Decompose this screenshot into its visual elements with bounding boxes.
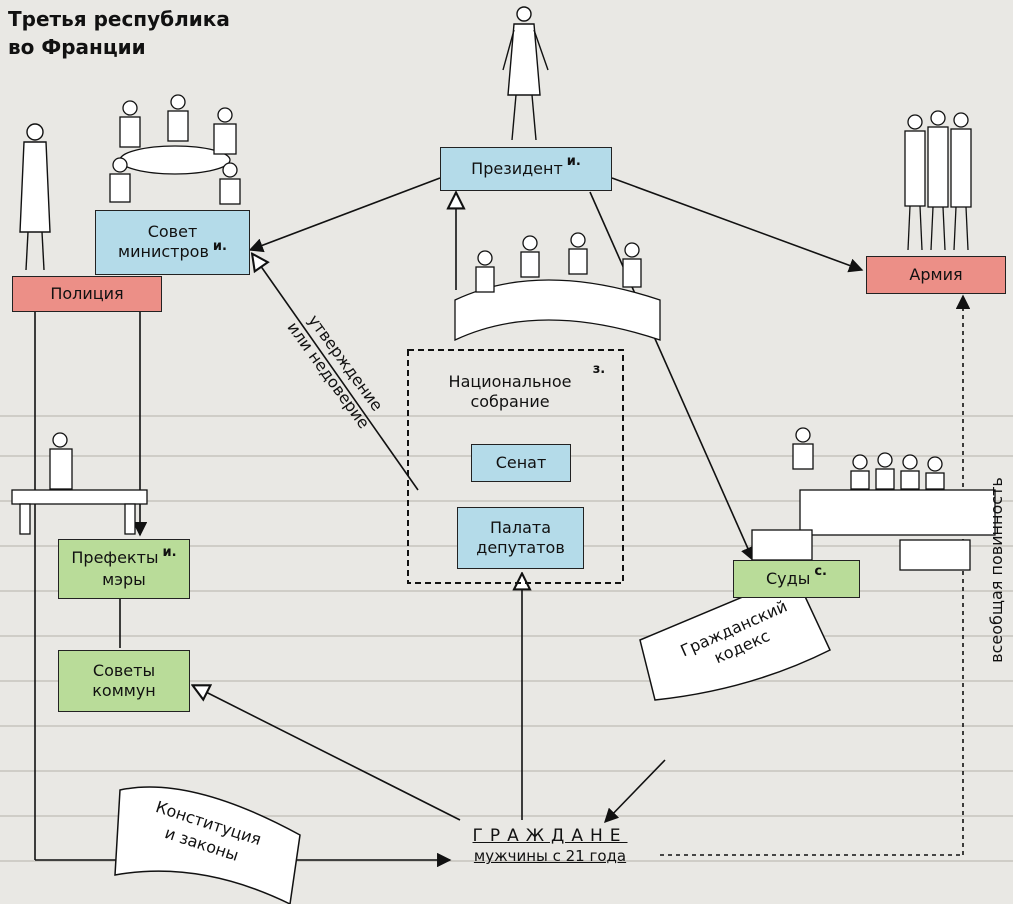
communes-line-1: Советы bbox=[92, 661, 156, 680]
policeman-figure bbox=[19, 123, 51, 271]
prefects-mark: и. bbox=[162, 545, 177, 560]
prefect-figure bbox=[11, 432, 148, 535]
citizens-node: ГРАЖДАНЕ мужчины с 21 года bbox=[440, 826, 660, 866]
chamber-node: Палата депутатов bbox=[457, 507, 584, 569]
assembly-label: Национальное собрание bbox=[430, 372, 590, 412]
ministers-figures bbox=[109, 94, 241, 205]
conscription-label: всеобщая повинность bbox=[987, 477, 1006, 663]
civil-code-scroll bbox=[639, 574, 831, 701]
assembly-frame bbox=[407, 349, 624, 584]
police-label: Полиция bbox=[50, 284, 124, 303]
diagram-title: Третья республика во Франции bbox=[8, 5, 230, 61]
prefects-line-2: мэры bbox=[102, 570, 146, 589]
assembly-figures bbox=[454, 232, 661, 342]
president-mark: и. bbox=[566, 154, 581, 169]
edge-president-courts bbox=[589, 191, 755, 562]
council-line-2: министров bbox=[118, 241, 209, 261]
president-label: Президент bbox=[471, 159, 563, 178]
senate-label: Сенат bbox=[495, 453, 547, 472]
police-node: Полиция bbox=[12, 276, 162, 312]
scroll-shapes bbox=[114, 574, 831, 904]
edge-president-council bbox=[248, 177, 441, 253]
senate-node: Сенат bbox=[471, 444, 571, 482]
council-line-1: Совет bbox=[147, 221, 198, 241]
judges-figures bbox=[751, 427, 996, 571]
citizens-line-1: ГРАЖДАНЕ bbox=[472, 826, 628, 846]
title-line-2: во Франции bbox=[8, 35, 146, 59]
president-figure bbox=[502, 6, 549, 141]
communes-line-2: коммун bbox=[92, 681, 156, 700]
citizens-line-2: мужчины с 21 года bbox=[473, 847, 627, 865]
assembly-line-1: Национальное bbox=[448, 372, 572, 391]
prefects-line-1: Префекты bbox=[71, 548, 159, 567]
communes-node: Советы коммун bbox=[58, 650, 190, 712]
chamber-line-2: депутатов bbox=[476, 538, 565, 557]
edge-approval bbox=[253, 255, 419, 491]
army-node: Армия bbox=[866, 256, 1006, 294]
courts-mark: с. bbox=[814, 564, 827, 579]
edge-president-army bbox=[611, 177, 864, 273]
courts-label: Суды bbox=[766, 569, 811, 588]
soldiers-figures bbox=[904, 110, 972, 251]
edge-code-citizens bbox=[603, 759, 666, 824]
army-label: Армия bbox=[909, 265, 963, 284]
assembly-line-2: собрание bbox=[470, 392, 550, 411]
chamber-line-1: Палата bbox=[490, 518, 551, 537]
assembly-mark: з. bbox=[592, 362, 606, 377]
council-mark: и. bbox=[212, 238, 227, 254]
edge-citizens-communes bbox=[194, 686, 461, 821]
title-line-1: Третья республика bbox=[8, 7, 230, 31]
constitution-scroll bbox=[114, 786, 301, 904]
